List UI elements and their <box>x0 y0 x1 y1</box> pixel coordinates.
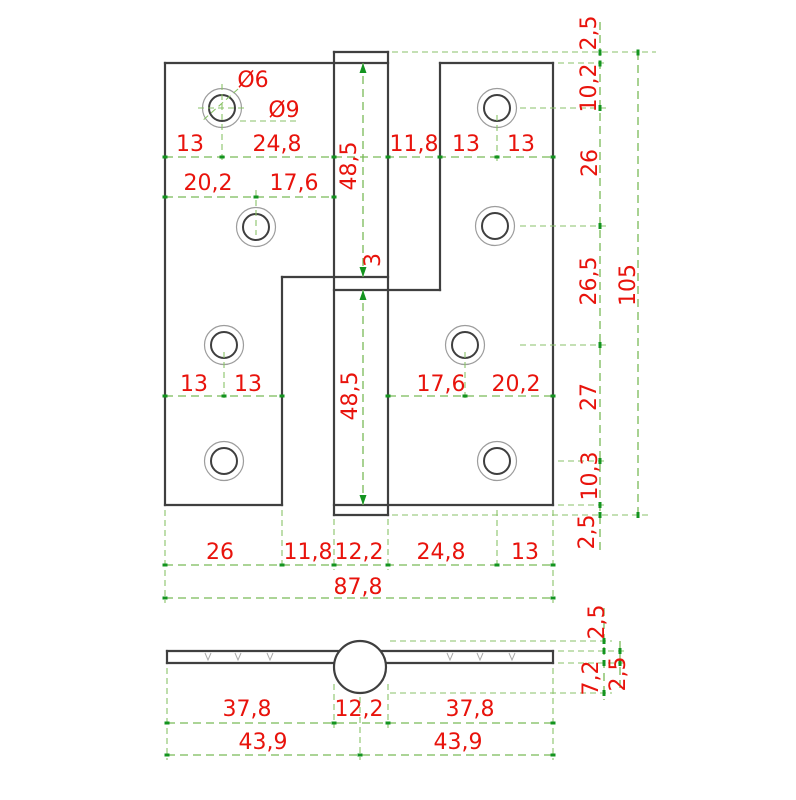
dim-label-pin-offset: 2,5 <box>585 605 610 640</box>
hole-countersink <box>474 205 516 247</box>
side-view-outline <box>165 639 555 695</box>
dim-label: 27 <box>577 383 602 411</box>
dim-label: 13 <box>507 132 535 157</box>
countersink-mark <box>508 652 516 662</box>
hole-countersink <box>476 440 518 482</box>
dim-label: 26 <box>578 149 603 177</box>
dim-label: 20,2 <box>184 171 233 196</box>
dim-label: 13 <box>180 372 208 397</box>
dim-label-total-width: 87,8 <box>334 575 383 600</box>
dim-label: 37,8 <box>223 697 272 722</box>
front-dimension-markers <box>162 49 640 600</box>
hole-bore <box>242 213 270 241</box>
hole-countersink <box>235 206 277 248</box>
dim-label: 2,5 <box>577 16 602 51</box>
countersink-mark <box>266 652 274 662</box>
front-view-outline <box>163 50 555 517</box>
dim-label: 13 <box>511 540 539 565</box>
dim-label: 24,8 <box>253 132 302 157</box>
dim-label: 43,9 <box>239 730 288 755</box>
countersink-mark <box>446 652 454 662</box>
dim-label: 26,5 <box>577 257 602 306</box>
hole-bore <box>210 447 238 475</box>
dim-label: 37,8 <box>446 697 495 722</box>
dim-label: 11,8 <box>390 132 439 157</box>
dim-label-knuckle-gap: 3 <box>361 253 386 267</box>
hole-countersink <box>203 440 245 482</box>
dim-label-knuckle-depth: 7,2 <box>579 661 604 696</box>
dim-label: 10,2 <box>577 64 602 113</box>
dim-label: 13 <box>176 132 204 157</box>
dim-label: 12,2 <box>335 697 384 722</box>
dim-label-knuckle-lower: 48,5 <box>338 372 363 421</box>
front-dimension-lines <box>164 22 656 603</box>
countersink-mark <box>476 652 484 662</box>
knuckle-barrel-section <box>332 639 388 695</box>
dim-label: 17,6 <box>270 171 319 196</box>
dim-label: 26 <box>206 540 234 565</box>
dim-label-knuckle-upper: 48,5 <box>337 142 362 191</box>
dim-label: 24,8 <box>417 540 466 565</box>
dim-label-dia9: Ø9 <box>268 98 299 123</box>
dim-label-total-height: 105 <box>616 264 641 306</box>
countersink-mark <box>204 652 212 662</box>
hole-bore <box>481 212 509 240</box>
countersink-mark <box>234 652 242 662</box>
dim-label: 17,6 <box>417 372 466 397</box>
dim-label: 10,3 <box>578 452 603 501</box>
side-dimension-lines <box>166 608 628 760</box>
dia6-leader <box>200 88 239 123</box>
dim-label: 12,2 <box>335 540 384 565</box>
dim-label: 2,5 <box>575 515 600 550</box>
dim-label: 11,8 <box>284 540 333 565</box>
side-dimension-labels: 37,8 12,2 37,8 43,9 43,9 2,5 7,2 2,5 <box>223 605 631 756</box>
dim-label: 13 <box>452 132 480 157</box>
dim-label-plate-thickness: 2,5 <box>606 657 631 692</box>
dim-label-dia6: Ø6 <box>237 68 268 93</box>
dim-label: 43,9 <box>434 730 483 755</box>
hole-bore <box>483 447 511 475</box>
dim-label: 20,2 <box>492 372 541 397</box>
front-dimension-labels: Ø6 Ø9 13 24,8 11,8 13 13 20,2 17,6 13 13… <box>176 16 641 601</box>
side-dimension-markers <box>164 638 622 757</box>
dim-label: 13 <box>234 372 262 397</box>
